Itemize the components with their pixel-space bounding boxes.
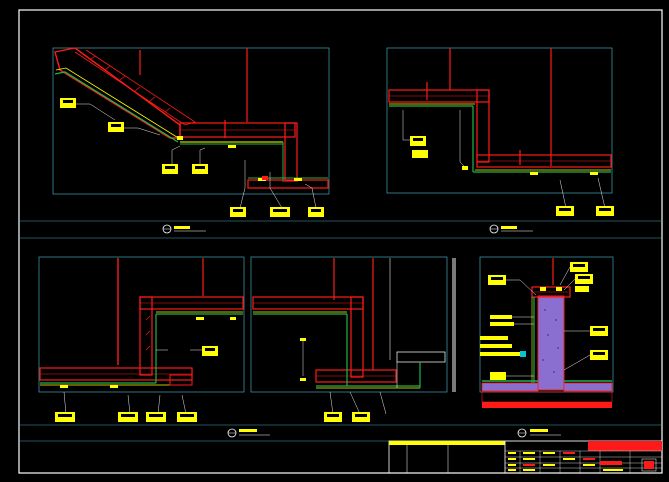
detail-5-leaders	[506, 266, 591, 377]
callout-tag-icon	[490, 315, 512, 319]
detail-4-leaders	[302, 341, 387, 415]
detail-5-tags-left	[480, 262, 608, 380]
detail-1	[52, 47, 330, 217]
callout-tag-icon	[480, 352, 520, 356]
title-block-grid	[505, 450, 662, 473]
sheet-frame	[18, 9, 663, 474]
wall-drop	[139, 296, 153, 376]
floor-finish-left	[481, 382, 539, 392]
wall-right	[284, 122, 298, 182]
wall-drop	[350, 296, 364, 378]
viewport-border	[250, 256, 448, 393]
title-row-1	[162, 224, 533, 234]
sloped-finish-green	[54, 71, 179, 143]
wall-cap	[531, 286, 571, 298]
viewport-border	[386, 47, 613, 194]
concrete-column	[537, 295, 565, 391]
callout-tag-icon	[412, 150, 428, 158]
detail-1-tags	[60, 98, 324, 217]
detail-2-leaders	[402, 110, 606, 209]
detail-2-tags	[410, 136, 614, 216]
title-block	[388, 440, 663, 474]
sloped-finish-yellow	[55, 67, 181, 140]
floor-slab	[247, 179, 329, 189]
callout-tag-icon	[575, 286, 589, 292]
wall-drop	[476, 89, 490, 163]
detail-3-tags	[55, 346, 218, 422]
slope-hatching	[89, 55, 171, 113]
callout-tag-icon	[490, 372, 506, 380]
viewport-border	[38, 256, 245, 393]
section-cut-bar	[452, 258, 456, 392]
detail-4	[250, 256, 456, 422]
callout-tag-icon	[480, 336, 508, 340]
detail-3-leaders	[63, 349, 202, 415]
detail-5	[479, 256, 614, 408]
detail-2	[386, 47, 614, 216]
detail-3	[38, 256, 245, 422]
viewport-border	[52, 47, 330, 195]
concrete-speckle	[542, 309, 559, 373]
foundation-strip	[482, 402, 612, 408]
detail-4-tags	[324, 412, 370, 422]
title-row-2	[227, 428, 561, 438]
north-marker-icon	[641, 458, 657, 472]
callout-tag-icon	[490, 322, 514, 326]
detail-1-leaders	[76, 103, 317, 209]
callout-tag-icon	[480, 344, 512, 348]
floor-finish-right	[563, 382, 613, 392]
